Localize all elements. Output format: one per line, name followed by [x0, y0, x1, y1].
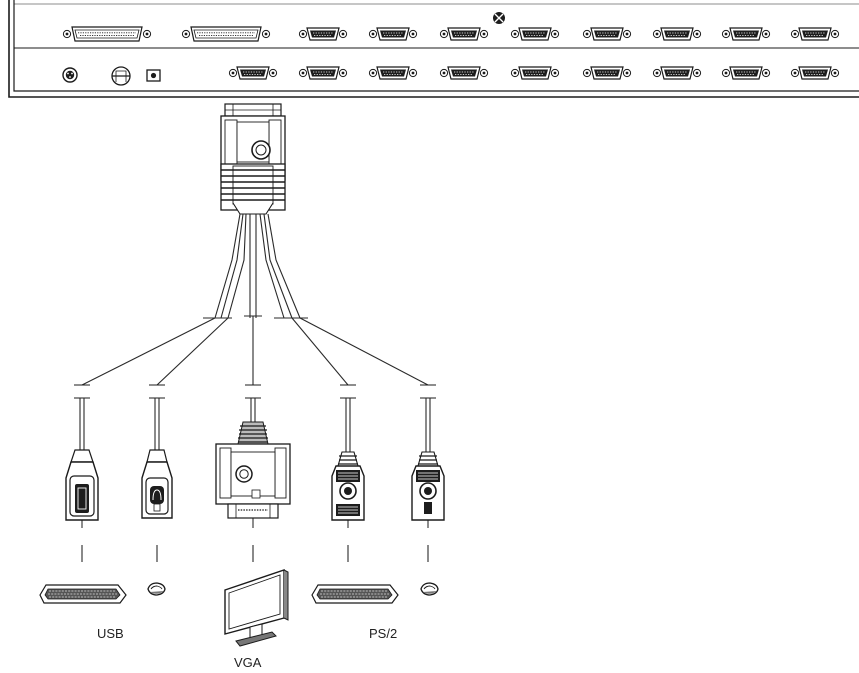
vga-port: [439, 27, 489, 41]
vga-port: [298, 66, 348, 80]
vga-port: [439, 66, 489, 80]
power-jack-icon: [62, 67, 78, 83]
mouse-icon: [147, 582, 166, 596]
console-vga-port: [228, 66, 278, 80]
usb-mouse-plug: [141, 449, 173, 519]
usb-keyboard-plug: [65, 449, 99, 528]
vga-port: [510, 66, 560, 80]
vga-monitor-plug: [215, 421, 291, 528]
vga-port: [790, 66, 840, 80]
mouse-icon: [420, 582, 439, 596]
vga-port: [721, 27, 771, 41]
vga-port: [582, 66, 632, 80]
keyboard-icon: [39, 584, 127, 604]
db25-port: [62, 26, 152, 42]
vga-port: [510, 27, 560, 41]
ps2-mouse-plug: [411, 451, 445, 528]
ps2-keyboard-plug: [331, 451, 365, 528]
monitor-icon: [224, 569, 289, 647]
vga-port: [298, 27, 348, 41]
console-cable-connector: [220, 103, 286, 215]
vga-port: [790, 27, 840, 41]
vga-port: [368, 66, 418, 80]
reset-button-icon: [146, 69, 161, 82]
vga-port: [721, 66, 771, 80]
ps2-label: PS/2: [369, 626, 397, 641]
vga-port: [652, 66, 702, 80]
vga-port: [652, 27, 702, 41]
device-leader-lines: [81, 545, 429, 562]
cable-harness: [74, 213, 436, 452]
vga-port: [582, 27, 632, 41]
firmware-switch-icon: [111, 66, 131, 86]
ground-screw-icon: [493, 12, 505, 24]
keyboard-icon: [311, 584, 399, 604]
kvm-rear-panel: [8, 0, 859, 98]
vga-port: [368, 27, 418, 41]
usb-label: USB: [97, 626, 124, 641]
db25-port: [181, 26, 271, 42]
vga-label: VGA: [234, 655, 262, 670]
